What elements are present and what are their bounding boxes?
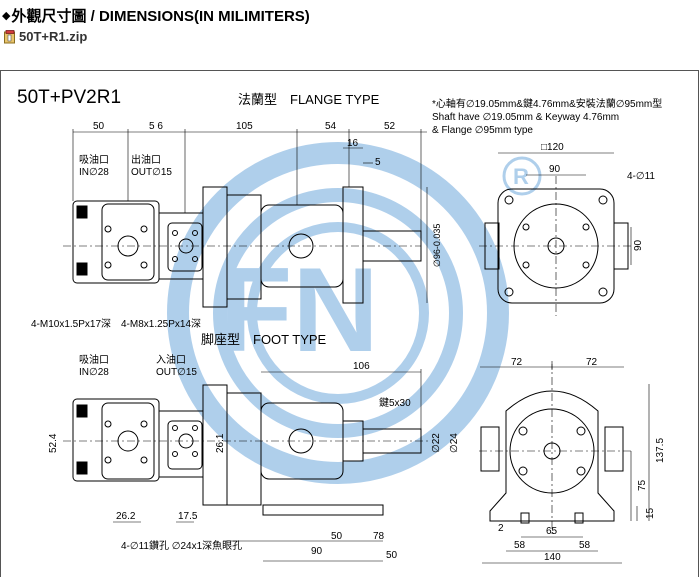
dim-50c: 50 xyxy=(331,531,343,542)
dim-26-2: 26.2 xyxy=(116,511,136,522)
foot-side-view xyxy=(63,384,431,516)
inlet-size: IN∅28 xyxy=(79,167,109,178)
dim-5: 5 xyxy=(375,157,381,168)
dim-16: 16 xyxy=(347,138,359,149)
foot-front-text: 72 72 137.5 75 15 2 65 58 58 140 xyxy=(498,357,666,563)
dim-75: 75 xyxy=(637,479,648,491)
dim-58a: 58 xyxy=(514,540,526,551)
section-title-text: 外觀尺寸圖 / DIMENSIONS(IN MILIMITERS) xyxy=(11,8,310,25)
dim-50d: 50 xyxy=(386,550,398,561)
dim-58b: 58 xyxy=(579,540,591,551)
dim-65: 65 xyxy=(546,526,558,537)
note-line-2: Shaft have ∅19.05mm & Keyway 4.76mm xyxy=(432,112,619,123)
dim-72b: 72 xyxy=(586,357,598,368)
section-title: ◆外觀尺寸圖 / DIMENSIONS(IN MILIMITERS) xyxy=(2,5,310,26)
dim-90: 90 xyxy=(549,164,561,175)
thread-label-2: 4-M8x1.25Px14深 xyxy=(121,318,201,330)
dim-140: 140 xyxy=(544,552,561,563)
svg-text:R: R xyxy=(513,164,529,189)
dim-56: 5 6 xyxy=(149,121,163,132)
model-title: 50T+PV2R1 xyxy=(17,87,121,108)
drawing-canvas: FN R 50T+PV2R1 法蘭型 FLANGE TYPE 脚座型 FOOT … xyxy=(17,87,666,564)
dim-sq120: □120 xyxy=(541,142,564,153)
flange-dimension-lines xyxy=(72,129,428,303)
foot-type-title: 脚座型 FOOT TYPE xyxy=(201,332,327,347)
foot-inlet-label: 吸油口 xyxy=(79,353,109,366)
dim-52: 52 xyxy=(384,121,396,132)
inlet-label: 吸油口 xyxy=(79,153,109,166)
dim-137-5: 137.5 xyxy=(655,438,666,463)
dim-50: 50 xyxy=(93,121,105,132)
outlet-label: 出油口 xyxy=(131,153,161,166)
zip-download-link[interactable]: 50T+R1.zip xyxy=(19,29,88,44)
flange-front-dims xyxy=(498,152,632,265)
page-header: ◆外觀尺寸圖 / DIMENSIONS(IN MILIMITERS) 50T+R… xyxy=(0,0,700,52)
foot-dimension-lines xyxy=(72,369,422,562)
dim-105: 105 xyxy=(236,121,253,132)
flange-type-title: 法蘭型 FLANGE TYPE xyxy=(238,92,380,107)
dim-90b: 90 xyxy=(311,546,323,557)
dim-dia22: ∅22 xyxy=(431,433,442,453)
dim-78: 78 xyxy=(373,531,385,542)
foot-inlet-size: IN∅28 xyxy=(79,367,109,378)
watermark-logo: FN R xyxy=(167,142,542,484)
dim-52-4: 52.4 xyxy=(48,433,59,453)
foot-front-dims xyxy=(480,364,650,564)
flange-front-view xyxy=(479,176,633,316)
note-line-1: *心軸有∅19.05mm&鍵4.76mm&安裝法蘭∅95mm型 xyxy=(432,97,662,110)
dim-106: 106 xyxy=(353,361,370,372)
dim-72a: 72 xyxy=(511,357,523,368)
foot-holes-label: 4-∅11鑽孔 ∅24x1深魚眼孔 xyxy=(121,539,242,552)
dim-26-1: 26.1 xyxy=(215,433,226,453)
foot-front-view xyxy=(479,361,633,536)
foot-dimension-text: 吸油口 IN∅28 入油口 OUT∅15 106 鍵5x30 52.4 26.1… xyxy=(48,353,460,561)
watermark-text: FN xyxy=(219,243,379,377)
flange-side-view xyxy=(63,186,422,308)
dim-2: 2 xyxy=(498,523,504,534)
note-line-3: & Flange ∅95mm type xyxy=(432,125,533,136)
foot-outlet-label: 入油口 xyxy=(156,353,186,366)
dim-15: 15 xyxy=(645,507,656,519)
zip-file-icon xyxy=(4,29,15,43)
thread-label-1: 4-M10x1.5Px17深 xyxy=(31,318,111,330)
download-row[interactable]: 50T+R1.zip xyxy=(4,29,87,44)
dim-54: 54 xyxy=(325,121,337,132)
dim-holes: 4-∅11 xyxy=(627,171,655,182)
dim-dia96: ∅96-0.035 xyxy=(432,224,442,267)
bullet-icon: ◆ xyxy=(2,10,11,22)
outlet-size: OUT∅15 xyxy=(131,167,172,178)
dim-dia24: ∅24 xyxy=(449,433,460,453)
dim-17-5: 17.5 xyxy=(178,511,198,522)
flange-dimension-text: 50 5 6 105 54 52 16 5 吸油口 IN∅28 出油口 OUT∅… xyxy=(31,121,442,330)
dim-v90: 90 xyxy=(633,239,644,251)
dim-key: 鍵5x30 xyxy=(379,396,411,409)
foot-outlet-size: OUT∅15 xyxy=(156,367,197,378)
dimension-drawing: FN R 50T+PV2R1 法蘭型 FLANGE TYPE 脚座型 FOOT … xyxy=(0,70,699,577)
flange-front-text: □120 90 4-∅11 90 xyxy=(541,142,655,251)
